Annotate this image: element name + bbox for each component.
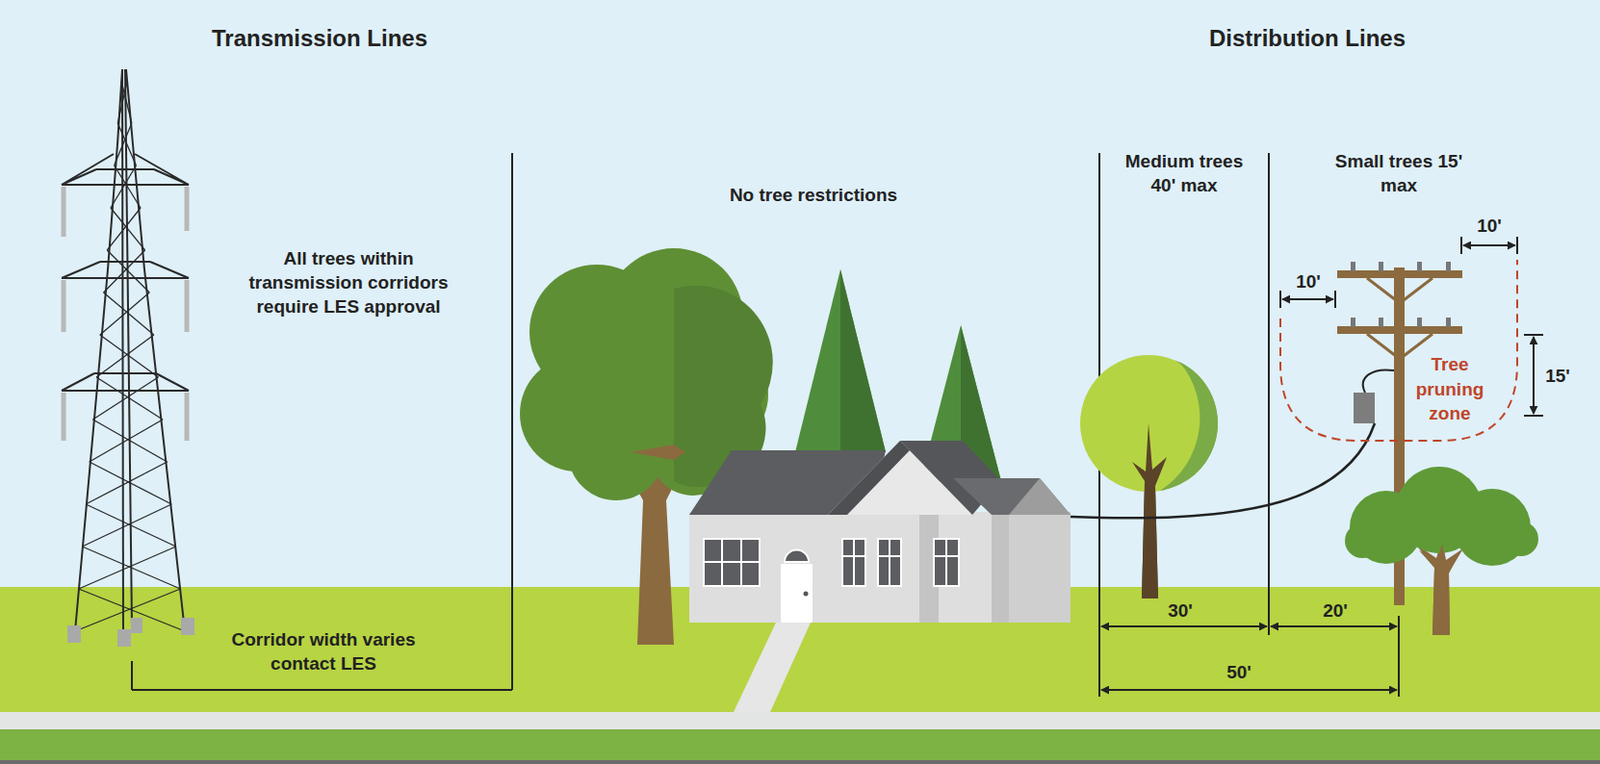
curb bbox=[0, 760, 1600, 764]
zone-outline-svg bbox=[1280, 259, 1518, 441]
note-label: Corridor width varies contact LES bbox=[212, 627, 435, 676]
zone-label: Tree pruning zone bbox=[1405, 352, 1495, 427]
tower-brace bbox=[103, 292, 155, 336]
tower-brace bbox=[110, 207, 146, 251]
tower-brace bbox=[103, 250, 146, 293]
house bbox=[689, 440, 1071, 713]
section-heading: Transmission Lines bbox=[155, 23, 484, 54]
dimension-label: 10' bbox=[1284, 269, 1333, 294]
tower-brace bbox=[75, 589, 181, 632]
tower-brace bbox=[92, 377, 158, 420]
corridor-bracket bbox=[131, 153, 513, 691]
tower-brace bbox=[89, 462, 172, 505]
dimension-label: 10' bbox=[1465, 213, 1514, 238]
dimension-label: 20' bbox=[1311, 598, 1360, 623]
zone-outline bbox=[1280, 259, 1518, 441]
tower-brace bbox=[110, 165, 137, 208]
insulators bbox=[63, 186, 187, 441]
small-tree bbox=[1344, 466, 1539, 636]
large-tree bbox=[519, 248, 774, 646]
section-heading: Distribution Lines bbox=[1143, 23, 1471, 54]
tower-brace bbox=[106, 250, 150, 293]
dimension-label: 15' bbox=[1538, 363, 1577, 388]
tower-brace bbox=[85, 504, 177, 547]
tower-brace bbox=[117, 123, 136, 166]
tower-brace bbox=[100, 335, 159, 378]
tower-brace bbox=[89, 419, 163, 463]
tower-brace bbox=[92, 419, 167, 463]
note-label: Small trees 15' max bbox=[1334, 149, 1465, 198]
tower-footings bbox=[67, 618, 195, 647]
tower-brace bbox=[100, 292, 150, 336]
tower-brace bbox=[78, 546, 177, 590]
medium-tree bbox=[1080, 355, 1218, 599]
pruning-zone: Tree pruning zone bbox=[1280, 259, 1518, 441]
dimension-label: 50' bbox=[1214, 660, 1264, 685]
lawn bbox=[0, 729, 1600, 761]
note-label: No tree restrictions bbox=[669, 182, 958, 207]
note-label: Medium trees 40' max bbox=[1114, 149, 1255, 198]
tower-brace bbox=[114, 123, 132, 166]
utility-pole bbox=[1070, 261, 1463, 606]
transmission-tower bbox=[61, 69, 189, 636]
tower-brace bbox=[81, 546, 181, 590]
tower-brace bbox=[81, 504, 172, 547]
dimension-label: 30' bbox=[1156, 598, 1205, 623]
tower-brace bbox=[85, 462, 168, 505]
note-label: All trees within transmission corridors … bbox=[228, 246, 469, 319]
sidewalk bbox=[0, 712, 1600, 730]
tower-brace bbox=[96, 335, 155, 378]
tower-brace bbox=[121, 80, 132, 124]
tower-brace bbox=[96, 377, 163, 420]
tower-brace bbox=[106, 207, 141, 251]
tower-brace bbox=[114, 165, 141, 208]
